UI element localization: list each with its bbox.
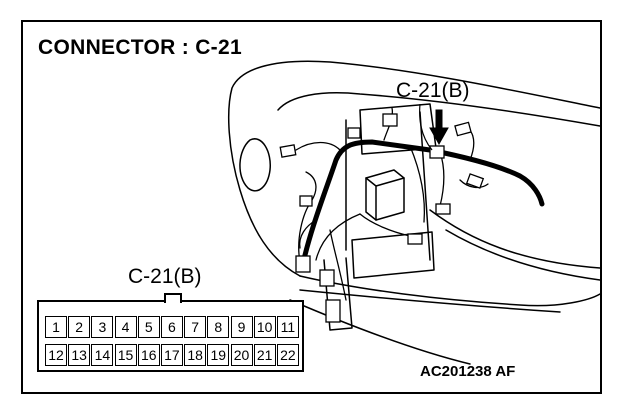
connector-pin: 5	[137, 316, 160, 338]
branch-wire	[315, 213, 361, 261]
main-harness	[299, 139, 545, 271]
harness-connector	[319, 269, 335, 287]
relay-box	[365, 169, 405, 221]
connector-pin: 11	[276, 316, 299, 338]
connector-pin: 14	[91, 344, 114, 366]
connector-callout-label: C-21(B)	[396, 79, 470, 102]
connector-pin: 1	[45, 316, 67, 338]
relay-box-top	[365, 177, 405, 221]
dashboard-right-panel-2	[445, 229, 601, 281]
connector-pin: 18	[184, 344, 207, 366]
harness-connector	[465, 173, 485, 189]
floor-line	[289, 299, 471, 365]
harness-connector	[454, 121, 472, 137]
dashboard-outline	[227, 60, 601, 277]
harness-connector	[295, 255, 311, 273]
connector-pin: 10	[253, 316, 276, 338]
diagram-title: CONNECTOR : C-21	[38, 36, 242, 59]
dashboard-lower-curve	[299, 275, 601, 307]
connector-pin: 12	[45, 344, 67, 366]
connector-pin: 20	[230, 344, 253, 366]
branch-wire	[439, 151, 445, 207]
connector-pin: 4	[114, 316, 137, 338]
connector-pin: 9	[230, 316, 253, 338]
harness-connector	[429, 145, 445, 159]
connector-pin: 7	[184, 316, 207, 338]
callout-leader	[419, 103, 433, 151]
harness-connector	[325, 299, 341, 323]
harness-connector	[435, 203, 451, 215]
connector-pin: 6	[160, 316, 183, 338]
connector-pin: 22	[276, 344, 299, 366]
harness-connector	[299, 195, 313, 207]
connector-pin: 8	[207, 316, 230, 338]
connector-face-label: C-21(B)	[128, 265, 202, 288]
connector-pin: 16	[137, 344, 160, 366]
branch-wire	[459, 179, 489, 189]
figure-code: AC201238 AF	[420, 363, 516, 380]
connector-pin: 3	[91, 316, 114, 338]
harness-connector	[407, 233, 423, 245]
dashboard-inner-edge	[277, 92, 601, 127]
connector-pin: 15	[114, 344, 137, 366]
pointer-arrow	[429, 109, 449, 146]
steering-column-area	[345, 111, 431, 261]
connector-pin: 2	[68, 316, 91, 338]
lower-panel	[299, 289, 561, 313]
harness-connector	[347, 127, 361, 139]
harness-connector	[279, 144, 297, 158]
connector-pin: 19	[207, 344, 230, 366]
branch-wire	[329, 229, 347, 301]
connector-pin: 21	[253, 344, 276, 366]
connector-latch	[164, 293, 182, 303]
connector-pin: 13	[68, 344, 91, 366]
instrument-recess	[239, 138, 271, 192]
harness-connector	[382, 113, 398, 127]
dashboard-right-panel	[429, 209, 601, 269]
bracket-leg	[323, 257, 353, 331]
branch-wire	[409, 145, 426, 223]
branch-wire	[359, 213, 411, 237]
connector-pin: 17	[160, 344, 183, 366]
branch-wire	[295, 141, 341, 151]
branch-wire	[299, 219, 317, 249]
